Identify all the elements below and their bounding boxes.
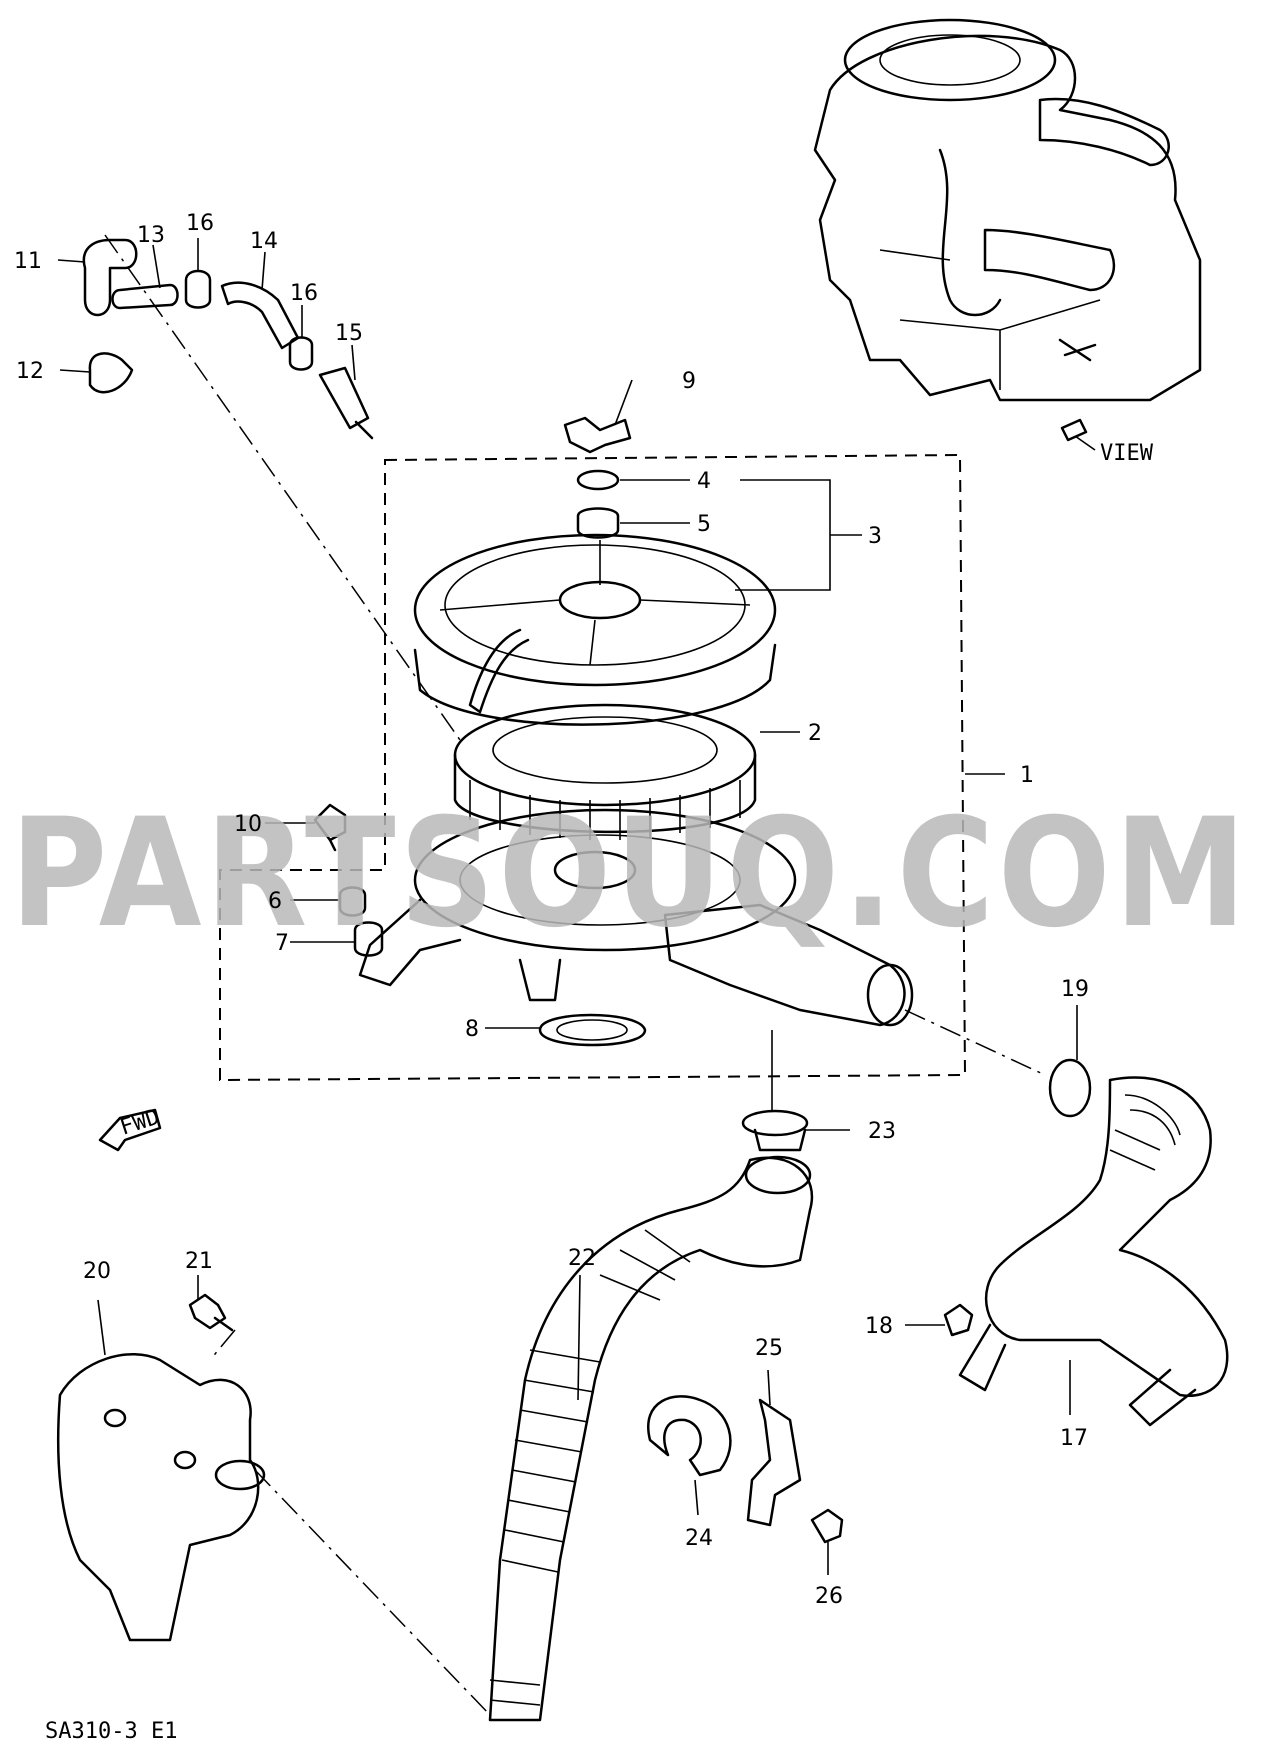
- callout-5: 5: [697, 512, 711, 537]
- callout-20: 20: [83, 1259, 111, 1284]
- callout-23: 23: [868, 1119, 896, 1144]
- callout-13: 13: [137, 223, 165, 248]
- callout-7: 7: [275, 931, 289, 956]
- intake-pipes-group: [56, 1005, 1229, 1722]
- air-cleaner-assembly: [219, 379, 1046, 1110]
- callout-14: 14: [250, 229, 278, 254]
- engine-view-inset: [813, 18, 1202, 451]
- callout-3: 3: [868, 524, 882, 549]
- callout-24: 24: [685, 1526, 713, 1551]
- forward-arrow: [98, 1108, 162, 1152]
- callout-26: 26: [815, 1584, 843, 1609]
- callout-1: 1: [1020, 763, 1034, 788]
- vent-hose-group: [57, 234, 461, 741]
- callout-4: 4: [697, 469, 711, 494]
- callout-18: 18: [865, 1314, 893, 1339]
- drawing-code: SA310-3 E1: [45, 1719, 177, 1744]
- callout-11: 11: [14, 249, 42, 274]
- callout-15: 15: [335, 321, 363, 346]
- callout-16b: 16: [290, 281, 318, 306]
- callout-22: 22: [568, 1246, 596, 1271]
- callout-12: 12: [16, 359, 44, 384]
- callout-25: 25: [755, 1336, 783, 1361]
- callout-8: 8: [465, 1017, 479, 1042]
- watermark: PARTSOUQ.COM: [10, 787, 1250, 961]
- callout-21: 21: [185, 1249, 213, 1274]
- callout-10: 10: [234, 812, 262, 837]
- fwd-label: FWD: [117, 1105, 163, 1141]
- callout-6: 6: [268, 889, 282, 914]
- callout-9: 9: [682, 369, 696, 394]
- callout-19: 19: [1061, 977, 1089, 1002]
- callout-17: 17: [1060, 1426, 1088, 1451]
- callout-16a: 16: [186, 211, 214, 236]
- view-label: VIEW: [1100, 441, 1154, 466]
- callout-2: 2: [808, 721, 822, 746]
